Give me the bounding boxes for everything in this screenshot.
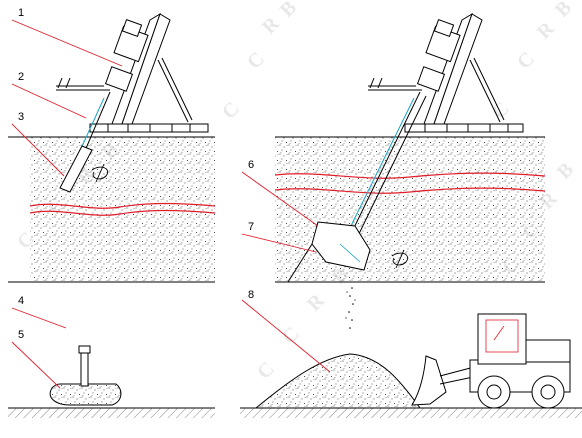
rig-base-plate: [404, 123, 524, 133]
loader-cab-window: [485, 319, 519, 353]
watermark-letter: B: [553, 159, 578, 184]
loader-bucket: [411, 355, 447, 406]
rig-motor-head: [433, 18, 455, 38]
callouts: 1 2 3 4 5 6 7 8: [11, 7, 331, 389]
red-seam-upper: [29, 202, 216, 209]
rig-strut: [157, 59, 189, 123]
drill-rig: [56, 12, 209, 193]
rig-mast-rail: [433, 13, 483, 125]
callout-leader: [11, 123, 65, 177]
red-seam-lower: [274, 187, 546, 194]
callout-leader: [11, 19, 123, 67]
callout-label: 8: [248, 289, 254, 301]
drill-rig: [343, 12, 524, 241]
red-seam-lower: [29, 209, 216, 216]
rig-strut: [473, 57, 505, 121]
rig-rotary-head: [416, 66, 446, 92]
drill-pipe-inner: [343, 97, 415, 241]
rotation-arrow-icon: [91, 166, 108, 180]
watermark-letter: C: [243, 48, 269, 74]
watermark-letter: B: [551, 0, 576, 22]
ground-hatch: [240, 408, 582, 418]
wheel-loader: [411, 313, 571, 409]
callout-label: 5: [18, 329, 24, 341]
callout-label: 7: [248, 221, 254, 233]
callout-label: 2: [18, 71, 24, 83]
rig-strut: [469, 59, 501, 123]
callout-leader: [241, 299, 331, 373]
grout-column-cap: [78, 345, 91, 354]
red-seam-upper: [274, 172, 546, 179]
callout-leader: [11, 307, 67, 329]
watermark-letter: C: [513, 48, 539, 74]
callout-label: 6: [248, 159, 254, 171]
spoil-pile: [254, 353, 421, 409]
callout-leader: [11, 341, 61, 389]
watermark-letter: B: [276, 0, 301, 22]
loader-hood: [525, 339, 571, 363]
loader-wheel-hub: [486, 384, 502, 400]
window-glare: [493, 325, 505, 341]
watermark-letter: R: [258, 12, 284, 38]
callout-label: 4: [18, 295, 24, 307]
rig-strut: [161, 57, 193, 121]
callout-label: 3: [18, 111, 24, 123]
callout-label: 1: [18, 7, 24, 19]
panel-spoil-removal: [240, 313, 582, 418]
rig-mast-rail: [121, 13, 171, 125]
soil-block: [275, 137, 545, 282]
excavated-grout-body: [49, 383, 122, 406]
rig-motor-head: [121, 18, 143, 38]
watermark-letter: R: [533, 17, 559, 43]
watermark-letter: C: [488, 98, 514, 124]
soil-block: [30, 137, 215, 282]
ground-hatch: [8, 408, 215, 418]
falling-spoil: [345, 287, 356, 329]
drill-casing: [59, 145, 93, 193]
grout-column-stem: [80, 351, 89, 387]
drill-pipe: [349, 91, 421, 237]
callout-leader: [11, 83, 87, 119]
rig-handrail: [56, 77, 110, 91]
watermark-letter: C: [218, 98, 244, 124]
callout-leader: [241, 233, 317, 253]
rotation-axis: [95, 163, 105, 183]
rotation-arrow-icon: [391, 252, 408, 266]
panel-excavated-column: [8, 345, 215, 418]
jet-stream: [339, 243, 361, 263]
rig-handrail: [368, 77, 422, 91]
rig-rotary-head: [104, 66, 134, 92]
watermark-letter: C: [278, 323, 304, 349]
rotation-axis: [395, 249, 405, 269]
watermark-letter: R: [303, 289, 329, 315]
panel-jetting-stage: [274, 12, 546, 329]
panel-drilling-stage: [8, 12, 216, 283]
callout-leader: [241, 171, 319, 227]
loader-wheel-hub: [540, 384, 556, 400]
watermark-letter: C: [253, 358, 279, 384]
drill-pipe-outer: [355, 95, 427, 241]
